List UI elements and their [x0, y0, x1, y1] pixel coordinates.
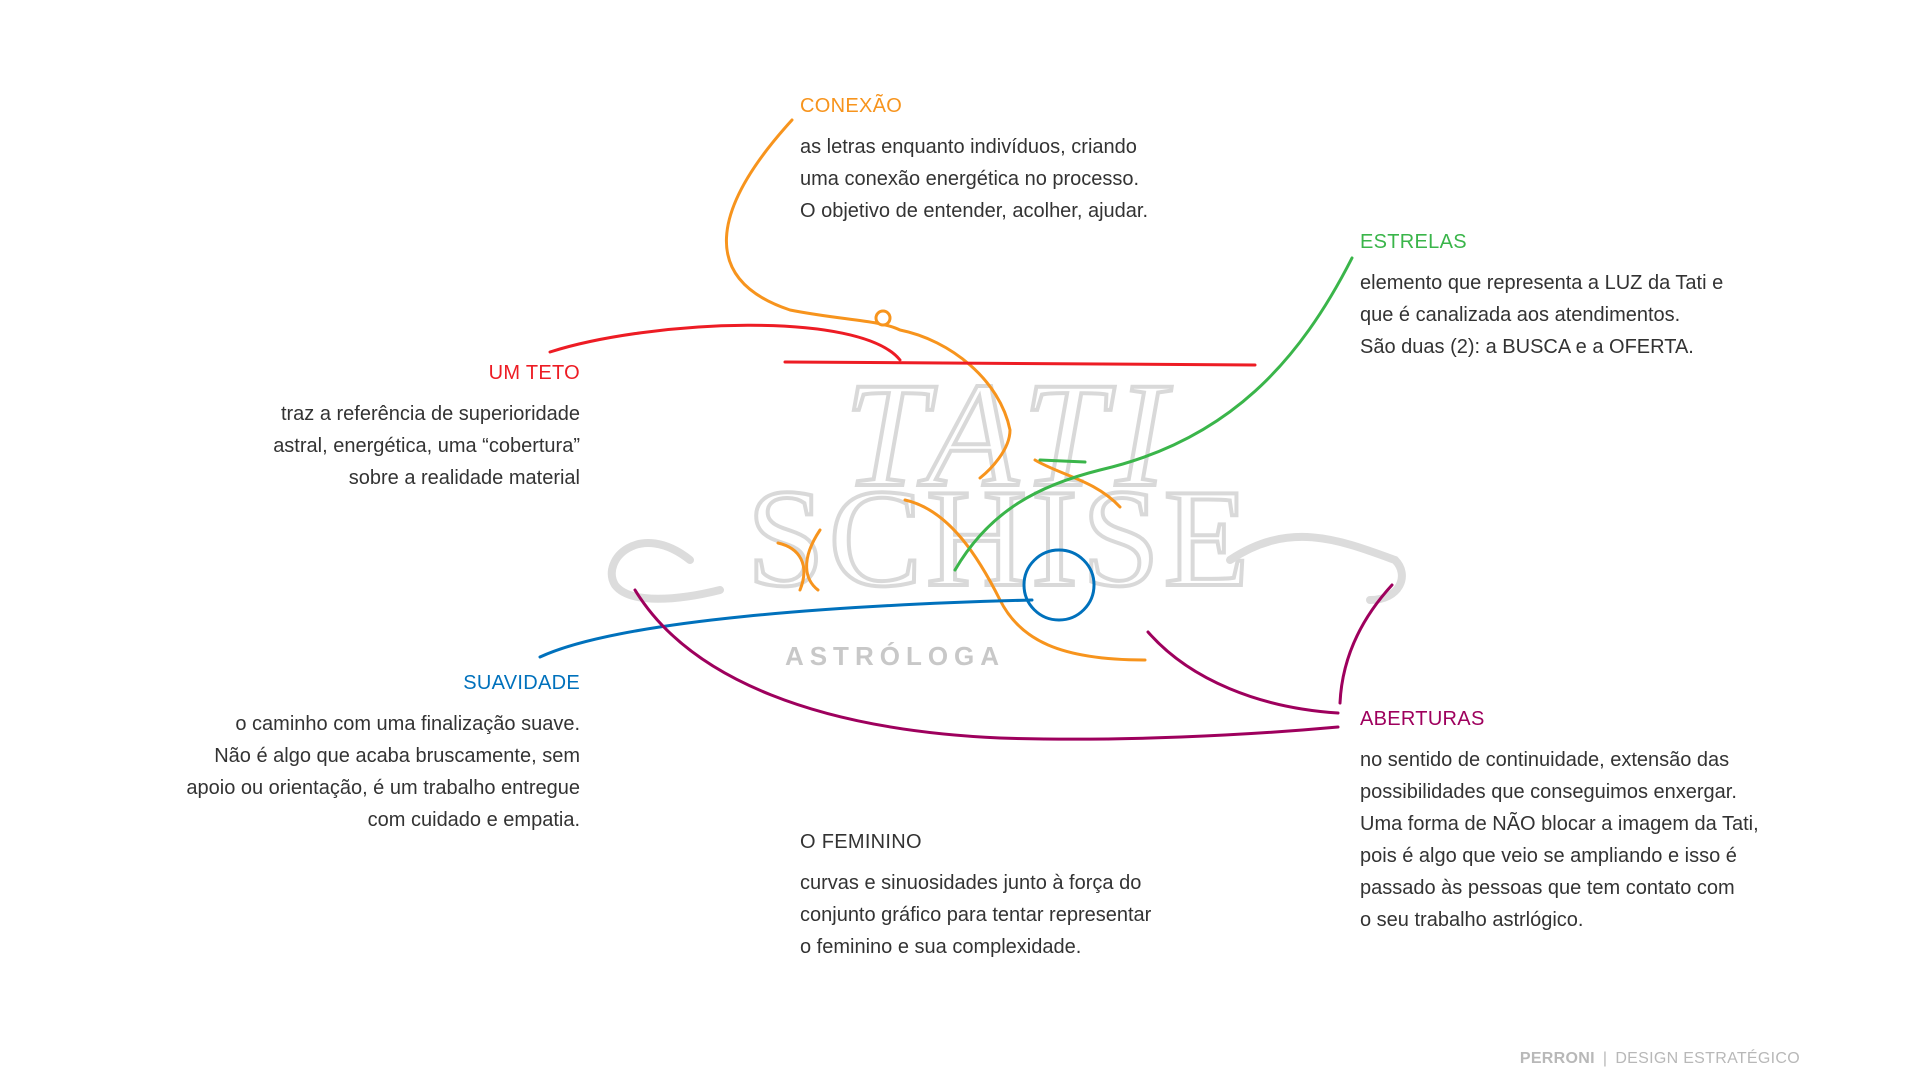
section-line: que é canalizada aos atendimentos.	[1360, 304, 1681, 326]
footer-tagline: DESIGN ESTRATÉGICO	[1615, 1050, 1800, 1067]
section-feminino: O FEMININO curvas e sinuosidades junto à…	[800, 829, 1220, 963]
section-title: O FEMININO	[800, 831, 922, 853]
logo-left-flourish	[607, 539, 724, 603]
section-title: ABERTURAS	[1360, 708, 1485, 730]
estrelas-lines	[953, 256, 1354, 572]
aberturas-long-arc	[633, 588, 1340, 741]
section-line: uma conexão energética no processo.	[800, 168, 1140, 190]
section-line: o seu trabalho astrlógico.	[1360, 909, 1584, 931]
section-line: O objetivo de entender, acolher, ajudar.	[800, 200, 1149, 222]
section-line: no sentido de continuidade, extensão das	[1360, 749, 1730, 771]
section-line: as letras enquanto indivíduos, criando	[800, 136, 1137, 158]
conexao-arc-a	[1033, 458, 1122, 509]
section-line: São duas (2): a BUSCA e a OFERTA.	[1360, 336, 1694, 358]
section-title: SUAVIDADE	[463, 672, 580, 694]
section-line: conjunto gráfico para tentar representar	[800, 904, 1152, 926]
logo-line1: TATI	[844, 352, 1176, 518]
logo-line2: SCHISE	[747, 461, 1253, 616]
suavidade-connector	[538, 598, 1034, 659]
section-line: possibilidades que conseguimos enxergar.	[1360, 781, 1737, 803]
logo-tagline: ASTRÓLOGA	[785, 641, 1005, 671]
section-line: astral, energética, uma “cobertura”	[273, 435, 580, 457]
section-line: Não é algo que acaba bruscamente, sem	[214, 745, 580, 767]
section-line: traz a referência de superioridade	[280, 403, 580, 425]
conexao-lines	[724, 118, 1147, 662]
section-line: com cuidado e empatia.	[367, 809, 580, 831]
section-line: pois é algo que veio se ampliando e isso…	[1360, 845, 1737, 867]
section-line: passado às pessoas que tem contato com	[1360, 877, 1735, 899]
section-line: sobre a realidade material	[348, 467, 580, 489]
conexao-node	[874, 309, 892, 327]
aberturas-right-arc	[1338, 583, 1394, 705]
teto-lines	[548, 323, 1257, 367]
teto-bar	[783, 360, 1257, 367]
footer-separator: |	[1602, 1050, 1608, 1067]
suavidade-ring	[1022, 548, 1096, 622]
suavidade-lines	[538, 548, 1096, 659]
logo-right-flourish	[1226, 532, 1406, 604]
section-teto: UM TETO traz a referência de superiorida…	[160, 360, 580, 494]
footer-brand: PERRONI	[1519, 1050, 1595, 1067]
section-title: UM TETO	[488, 362, 580, 384]
section-line: o feminino e sua complexidade.	[800, 936, 1082, 958]
estrelas-tick	[1038, 458, 1087, 464]
section-aberturas: ABERTURAS no sentido de continuidade, ex…	[1360, 706, 1820, 936]
section-line: elemento que representa a LUZ da Tati e	[1360, 272, 1724, 294]
section-title: ESTRELAS	[1360, 231, 1467, 253]
footer-credit: PERRONI | DESIGN ESTRATÉGICO	[1520, 1050, 1800, 1068]
section-conexao: CONEXÃO as letras enquanto indivíduos, c…	[800, 93, 1220, 227]
section-suavidade: SUAVIDADE o caminho com uma finalização …	[100, 670, 580, 836]
estrelas-connector	[953, 256, 1354, 572]
aberturas-lines	[633, 583, 1394, 741]
logo-artwork: TATI SCHISE ASTRÓLOGA	[607, 350, 1406, 671]
conexao-arc-d	[805, 528, 822, 592]
section-title: CONEXÃO	[800, 95, 903, 117]
section-line: o caminho com uma finalização suave.	[235, 713, 580, 735]
section-line: curvas e sinuosidades junto à força do	[800, 872, 1142, 894]
section-line: Uma forma de NÃO blocar a imagem da Tati…	[1360, 813, 1759, 835]
conexao-arc-c	[776, 541, 806, 592]
section-estrelas: ESTRELAS elemento que representa a LUZ d…	[1360, 229, 1780, 363]
aberturas-mid-arc	[1146, 630, 1340, 715]
section-line: apoio ou orientação, é um trabalho entre…	[186, 777, 580, 799]
teto-connector	[548, 323, 902, 362]
